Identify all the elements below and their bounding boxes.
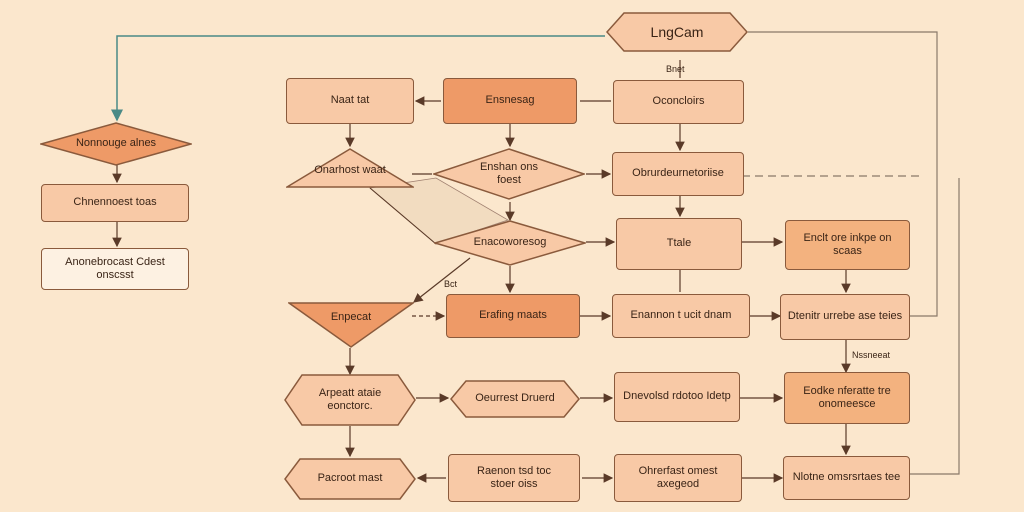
node-r4d: Dtenitr urrebe ase teies — [780, 294, 910, 340]
node-r3b: Ttale — [616, 218, 742, 270]
node-r5c: Dnevolsd rdotoo Idetp — [614, 372, 740, 422]
frame-line-far-right — [910, 178, 960, 475]
node-r2c: Obrurdeurnetoriise — [612, 152, 744, 196]
node-r1c: Oconcloirs — [613, 80, 744, 124]
frame-line-right — [748, 31, 938, 317]
node-r6d: Nlotne omsrsrtaes tee — [783, 456, 910, 500]
arrow — [413, 257, 471, 303]
node-r1b: Ensnesag — [443, 78, 577, 124]
node-r4b: Erafing maats — [446, 294, 580, 338]
triangle-r4a: Enpecat — [288, 302, 414, 348]
node-r4c: Enannon t ucit dnam — [612, 294, 750, 338]
diamond-r3a: Enacoworesog — [434, 220, 586, 266]
left-box-bottom: Anonebrocast Cdest onscsst — [41, 248, 189, 290]
hexagon-r5b-label: Oeurrest Druerd — [475, 392, 555, 405]
node-r6b: Raenon tsd toc stoer oiss — [448, 454, 580, 502]
small-label-bct: Bct — [444, 279, 458, 289]
top-small-label: Bnet — [666, 64, 685, 74]
node-r3c: Enclt ore inkpe on scaas — [785, 220, 910, 270]
hexagon-r6a: Pacroot mast — [284, 458, 416, 500]
diamond-r3a-label: Enacoworesog — [473, 236, 547, 249]
hexagon-r5a-label: Arpeatt ataie eonctorc. — [318, 386, 382, 412]
hexagon-r6a-label: Pacroot mast — [317, 472, 383, 485]
triangle-r2a: Onarhost waat — [286, 148, 414, 188]
diamond-r2b-label: Enshan ons foest — [479, 160, 539, 186]
left-diamond-label: Nonnouge alnes — [75, 137, 157, 150]
left-diamond: Nonnouge alnes — [40, 122, 192, 166]
triangle-r2a-label: Onarhost waat — [314, 164, 386, 177]
node-r5d: Eodke nferatte tre onomeesce — [784, 372, 910, 424]
small-label-neer: Nssneeat — [852, 350, 891, 360]
diamond-r2b: Enshan ons foest — [433, 148, 585, 200]
teal-connector — [111, 35, 605, 122]
node-r1a: Naat tat — [286, 78, 414, 124]
title-label: LngCam — [650, 23, 704, 40]
title-node: LngCam — [606, 12, 748, 52]
node-r6c: Ohrerfast omest axegeod — [614, 454, 742, 502]
hexagon-r5b: Oeurrest Druerd — [450, 380, 580, 418]
left-box: Chnennoest toas — [41, 184, 189, 222]
triangle-r4a-label: Enpecat — [330, 311, 372, 324]
hexagon-r5a: Arpeatt ataie eonctorc. — [284, 374, 416, 426]
